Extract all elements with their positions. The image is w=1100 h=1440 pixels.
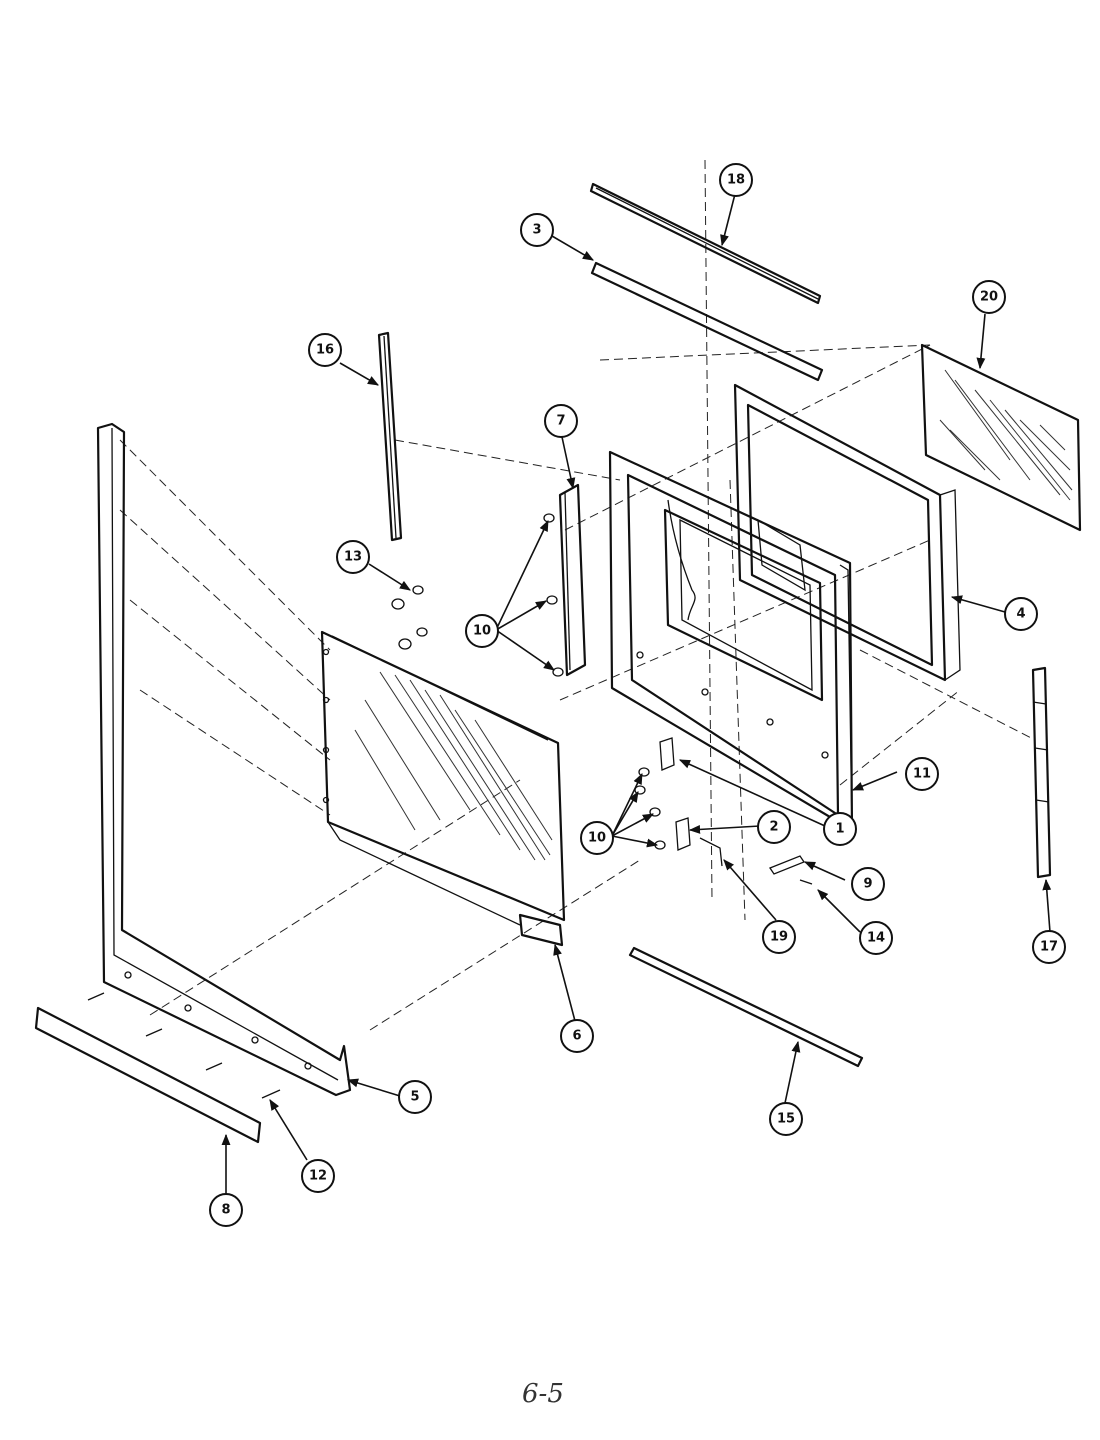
- svg-text:15: 15: [777, 1112, 795, 1127]
- part-11-door-inner-panel: [608, 450, 854, 832]
- leader-lines: [221, 193, 1052, 1194]
- part-8-bottom-strip: [34, 1006, 262, 1144]
- callout-5: 5: [398, 1080, 432, 1114]
- callout-4: 4: [1004, 597, 1038, 631]
- part-13-screws: [391, 585, 428, 650]
- callout-20: 20: [972, 280, 1006, 314]
- svg-text:18: 18: [727, 173, 745, 188]
- svg-text:2: 2: [769, 820, 778, 835]
- glass-reflection-marks: [939, 369, 1073, 501]
- svg-text:6: 6: [572, 1029, 581, 1044]
- outer-door-glass-panel: [320, 630, 566, 926]
- callout-12: 12: [301, 1159, 335, 1193]
- part-18-top-trim: [589, 182, 822, 305]
- callout-10-upper: 10: [465, 614, 499, 648]
- svg-text:14: 14: [867, 931, 885, 946]
- callout-10-lower: 10: [580, 821, 614, 855]
- callout-7: 7: [544, 404, 578, 438]
- svg-text:17: 17: [1040, 940, 1058, 955]
- svg-text:3: 3: [532, 223, 541, 238]
- callout-3: 3: [520, 213, 554, 247]
- door-glass-reflection: [354, 671, 553, 861]
- svg-text:12: 12: [309, 1169, 327, 1184]
- part-16-vertical-trim: [377, 331, 403, 542]
- callout-13: 13: [336, 540, 370, 574]
- callout-14: 14: [859, 921, 893, 955]
- svg-text:9: 9: [863, 877, 872, 892]
- part-10-screws-upper: [543, 513, 564, 677]
- svg-text:10: 10: [588, 831, 606, 846]
- callout-1: 1: [823, 812, 857, 846]
- part-20-rear-glass: [920, 343, 1082, 532]
- svg-text:13: 13: [344, 550, 362, 565]
- svg-text:5: 5: [410, 1090, 419, 1105]
- part-4-window-frame: [733, 383, 961, 682]
- part-3-strip: [590, 261, 824, 382]
- svg-text:10: 10: [473, 624, 491, 639]
- svg-text:1: 1: [835, 822, 844, 837]
- callout-11: 11: [905, 757, 939, 791]
- callout-18: 18: [719, 163, 753, 197]
- callout-19: 19: [762, 920, 796, 954]
- callout-15: 15: [769, 1102, 803, 1136]
- svg-text:7: 7: [556, 414, 565, 429]
- callout-17: 17: [1032, 930, 1066, 964]
- part-12-screws: [87, 992, 281, 1099]
- callout-16: 16: [308, 333, 342, 367]
- callout-8: 8: [209, 1193, 243, 1227]
- part-5-door-frame: [96, 422, 352, 1097]
- part-6-door-hinge: [518, 913, 564, 947]
- callout-2: 2: [757, 810, 791, 844]
- alignment-lines: [119, 159, 1036, 1031]
- part-15-lower-strip: [628, 946, 864, 1068]
- svg-text:19: 19: [770, 930, 788, 945]
- page-label: 6-5: [522, 1379, 564, 1409]
- latch-brackets: [634, 737, 813, 885]
- svg-text:16: 16: [316, 343, 334, 358]
- svg-text:8: 8: [221, 1203, 230, 1218]
- part-17-vertical-trim: [1031, 666, 1052, 879]
- callout-9: 9: [851, 867, 885, 901]
- svg-text:4: 4: [1016, 607, 1025, 622]
- callout-6: 6: [560, 1019, 594, 1053]
- svg-text:20: 20: [980, 290, 998, 305]
- part-7-hinge-bracket: [558, 483, 587, 677]
- svg-text:11: 11: [913, 767, 931, 782]
